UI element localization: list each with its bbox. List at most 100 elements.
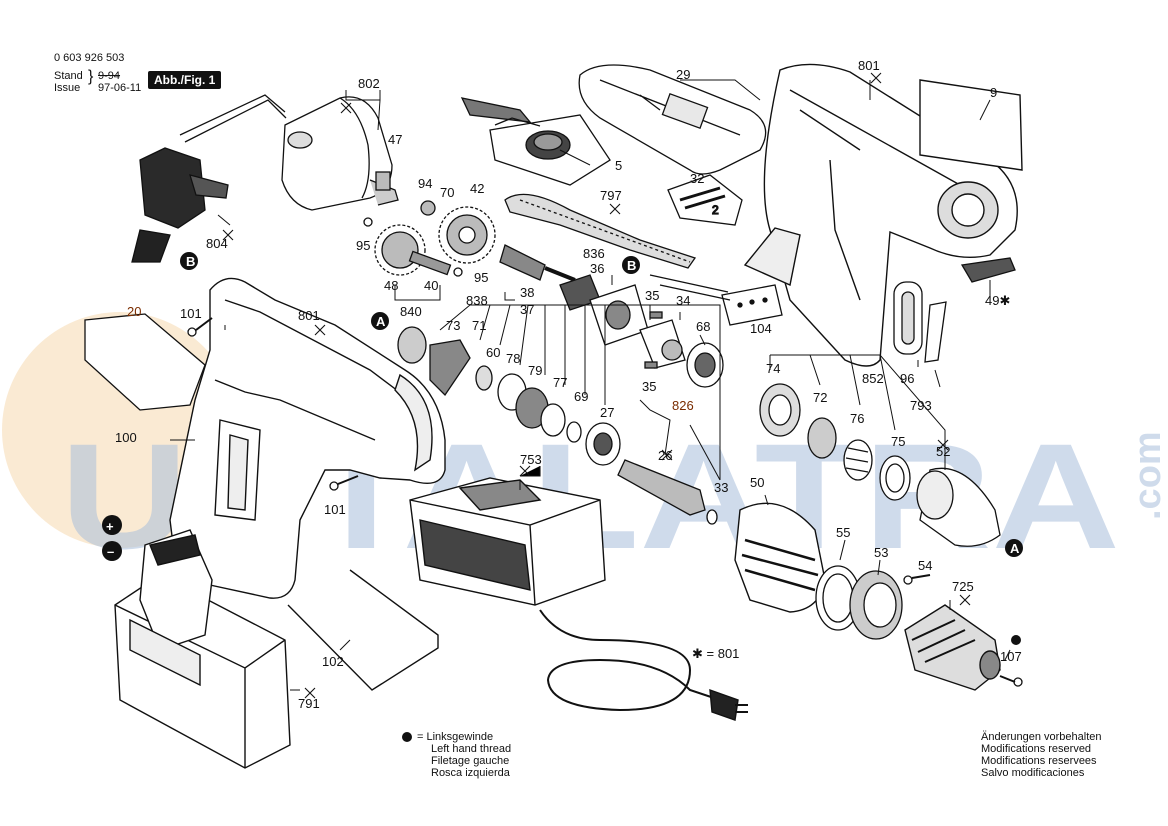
label-50: 50 [750, 475, 764, 490]
battery-pack [114, 529, 291, 769]
label-b-right: B [627, 258, 636, 273]
wire-harness [179, 94, 287, 143]
label-852: 852 [862, 371, 884, 386]
label-48: 48 [384, 278, 398, 293]
label-72: 72 [813, 390, 827, 405]
label-42: 42 [470, 181, 484, 196]
label-101-top: 101 [180, 306, 202, 321]
chuck-key [287, 569, 439, 691]
stand-label: Stand [54, 70, 83, 82]
label-35-top: 35 [645, 288, 659, 303]
housing-cover [578, 64, 767, 175]
clutch-ring [815, 565, 903, 640]
part-number: 0 603 926 503 [54, 52, 125, 64]
label-52: 52 [936, 444, 950, 459]
label-802: 802 [358, 76, 380, 91]
battery-contact: 2 [667, 174, 743, 226]
label-9: 9 [990, 85, 997, 100]
watermark-suffix: .com [1127, 431, 1168, 520]
spindle-bearing [639, 311, 724, 388]
pinion-shaft [499, 244, 576, 282]
label-40: 40 [424, 278, 438, 293]
legend-right-line3: Modifications reservees [981, 755, 1097, 767]
label-96: 96 [900, 371, 914, 386]
planetary-parts [759, 383, 1001, 547]
label-68: 68 [696, 319, 710, 334]
label-79: 79 [528, 363, 542, 378]
label-104: 104 [750, 321, 772, 336]
label-minus: – [107, 544, 114, 559]
svg-text:2: 2 [712, 203, 719, 217]
legend-right-line2: Modifications reserved [981, 743, 1092, 755]
label-73: 73 [446, 318, 460, 333]
belt [504, 193, 697, 269]
charger [409, 477, 748, 721]
legend-left-line1: = Linksgewinde [417, 731, 494, 743]
screws [187, 317, 1023, 687]
label-star-801: ✱ = 801 [692, 646, 739, 661]
label-107: 107 [1000, 649, 1022, 664]
brace: } [88, 68, 94, 85]
label-793: 793 [910, 398, 932, 413]
label-70: 70 [440, 185, 454, 200]
issue-label: Issue [54, 82, 81, 94]
label-75: 75 [891, 434, 905, 449]
gear-set [363, 200, 496, 277]
label-29: 29 [676, 67, 690, 82]
label-753: 753 [520, 452, 542, 467]
legend-right-line4: Salvo modificaciones [981, 767, 1085, 779]
label-94: 94 [418, 176, 432, 191]
marker-circles [102, 252, 1023, 742]
label-34: 34 [676, 293, 690, 308]
sliding-parts [893, 257, 1016, 363]
label-plus: + [106, 519, 114, 534]
label-801-left: 801 [298, 308, 320, 323]
label-102: 102 [322, 654, 344, 669]
gearbox-parts [397, 326, 718, 525]
label-55: 55 [836, 525, 850, 540]
label-32: 32 [690, 171, 704, 186]
label-33: 33 [714, 480, 728, 495]
label-36: 36 [590, 261, 604, 276]
legend-left-line4: Rosca izquierda [431, 767, 510, 779]
label-804: 804 [206, 236, 228, 251]
label-26: 26 [658, 448, 672, 463]
connector-plate [649, 274, 783, 326]
coupling [559, 274, 649, 346]
label-78: 78 [506, 351, 520, 366]
housing-shell-right [743, 63, 1023, 367]
label-76: 76 [850, 411, 864, 426]
label-95-left: 95 [356, 238, 370, 253]
speed-control-module [460, 97, 611, 186]
label-95-right: 95 [474, 270, 488, 285]
label-27: 27 [600, 405, 614, 420]
label-38: 38 [520, 285, 534, 300]
legend-left-line3: Filetage gauche [431, 755, 510, 767]
legend-left-line2: Left hand thread [431, 743, 512, 755]
label-826: 826 [672, 398, 694, 413]
label-74: 74 [766, 361, 780, 376]
label-725: 725 [952, 579, 974, 594]
stand-value: 9-94 [98, 70, 121, 82]
drill-chuck [904, 604, 1001, 691]
label-a-left: A [376, 314, 386, 329]
leader-lines [170, 79, 1011, 691]
label-plate [84, 313, 206, 411]
label-71: 71 [472, 318, 486, 333]
label-37: 37 [520, 302, 534, 317]
label-801-top: 801 [858, 58, 880, 73]
label-836: 836 [583, 246, 605, 261]
label-b-left: B [186, 254, 195, 269]
part-labels: 802 47 29 801 9 5 94 70 42 797 32 804 95… [106, 58, 1022, 711]
label-101-bottom: 101 [324, 502, 346, 517]
label-100: 100 [115, 430, 137, 445]
switch-unit [131, 147, 229, 263]
label-840: 840 [400, 304, 422, 319]
label-20: 20 [127, 304, 141, 319]
label-69: 69 [574, 389, 588, 404]
label-791: 791 [298, 696, 320, 711]
housing-shell-left [169, 277, 446, 599]
label-54: 54 [918, 558, 932, 573]
motor [281, 96, 399, 211]
